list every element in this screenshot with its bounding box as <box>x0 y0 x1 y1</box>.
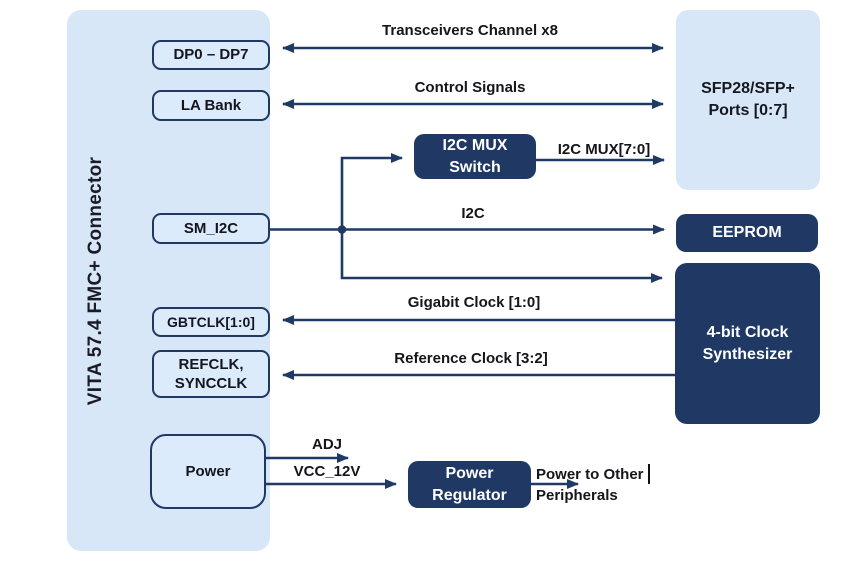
sfp-label-line2: Ports [0:7] <box>708 102 788 119</box>
text-caret <box>648 464 650 484</box>
arrow-i2c-to-synthesizer <box>340 229 663 283</box>
block-i2c-mux-switch: I2C MUX Switch <box>414 134 536 179</box>
pin-box-power: Power <box>150 434 266 509</box>
label-transceivers-channel: Transceivers Channel x8 <box>382 22 558 39</box>
i2c-mux-label-line2: Switch <box>449 158 501 176</box>
pin-box-refclk-syncclk: REFCLK, SYNCCLK <box>152 350 270 398</box>
eeprom-label: EEPROM <box>712 224 782 242</box>
pin-box-dp0-dp7: DP0 – DP7 <box>152 40 270 70</box>
pin-box-la-bank: LA Bank <box>152 90 270 121</box>
label-reference-clock: Reference Clock [3:2] <box>394 350 548 367</box>
junction-dot <box>337 225 347 234</box>
pin-label-dp: DP0 – DP7 <box>173 46 249 64</box>
label-power-out-line1: Power to Other <box>536 466 644 483</box>
clock-synth-label-line1: 4-bit Clock <box>706 323 789 341</box>
label-i2c-mux-bus: I2C MUX[7:0] <box>557 141 651 158</box>
label-power-out-line2: Peripherals <box>536 487 618 504</box>
block-sfp-ports: SFP28/SFP+ Ports [0:7] <box>676 10 820 190</box>
block-power-regulator: Power Regulator <box>408 461 531 508</box>
block-clock-synthesizer: 4-bit Clock Synthesizer <box>675 263 820 424</box>
label-vcc-12v: VCC_12V <box>293 463 361 480</box>
block-eeprom: EEPROM <box>676 214 818 252</box>
pin-label-power: Power <box>185 462 231 480</box>
i2c-mux-label-line1: I2C MUX <box>442 136 508 154</box>
label-control-signals: Control Signals <box>414 79 526 96</box>
sfp-label-line1: SFP28/SFP+ <box>701 80 795 98</box>
pin-box-sm-i2c: SM_I2C <box>152 213 270 244</box>
clock-synth-label-line2: Synthesizer <box>702 345 793 363</box>
pin-box-gbtclk: GBTCLK[1:0] <box>152 307 270 337</box>
label-i2c: I2C <box>461 205 485 222</box>
label-adj: ADJ <box>311 436 343 453</box>
label-power-to-other-peripherals: Power to Other Peripherals <box>536 464 644 506</box>
pin-label-refclk: REFCLK, <box>178 355 244 373</box>
pin-label-la-bank: LA Bank <box>180 96 242 114</box>
pin-label-syncclk: SYNCCLK <box>174 375 248 392</box>
pin-label-sm-i2c: SM_I2C <box>183 219 239 237</box>
pin-label-gbtclk: GBTCLK[1:0] <box>167 313 255 330</box>
arrow-i2c-to-mux <box>340 153 403 230</box>
power-reg-label-line1: Power <box>445 464 494 482</box>
label-gigabit-clock: Gigabit Clock [1:0] <box>407 294 541 311</box>
power-reg-label-line2: Regulator <box>432 486 507 504</box>
